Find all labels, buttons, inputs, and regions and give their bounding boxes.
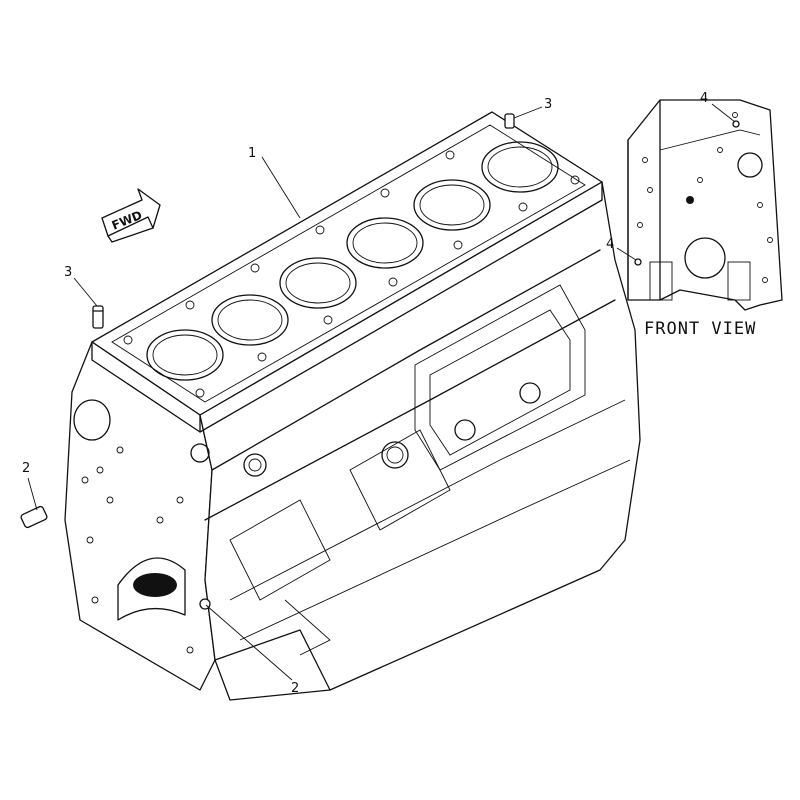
- cylinder-bores: [146, 141, 559, 381]
- callout-number: 4: [606, 237, 614, 252]
- callout-number: 2: [22, 461, 30, 476]
- callout-3-left: 3: [64, 265, 98, 307]
- callout-number: 4: [700, 91, 708, 106]
- callout-number: 1: [248, 146, 256, 161]
- callout-number: 3: [64, 265, 72, 280]
- front-view-label: FRONT VIEW: [644, 319, 756, 339]
- engine-block: [64, 111, 641, 701]
- callout-4-top: 4: [700, 91, 736, 123]
- dowel-pin-top: [504, 113, 515, 129]
- plug-left: [20, 505, 48, 529]
- forward-direction-arrow: FWD: [101, 188, 161, 243]
- callout-2-bottom: 2: [205, 604, 299, 696]
- callout-1: 1: [248, 146, 301, 219]
- callout-4-left: 4: [606, 237, 637, 261]
- dowel-pin-left: [92, 305, 104, 329]
- callout-3-top: 3: [513, 97, 552, 119]
- callout-number: 2: [291, 681, 299, 696]
- callout-number: 3: [544, 97, 552, 112]
- front-view-inset: [627, 99, 783, 311]
- callout-2-left: 2: [22, 461, 38, 511]
